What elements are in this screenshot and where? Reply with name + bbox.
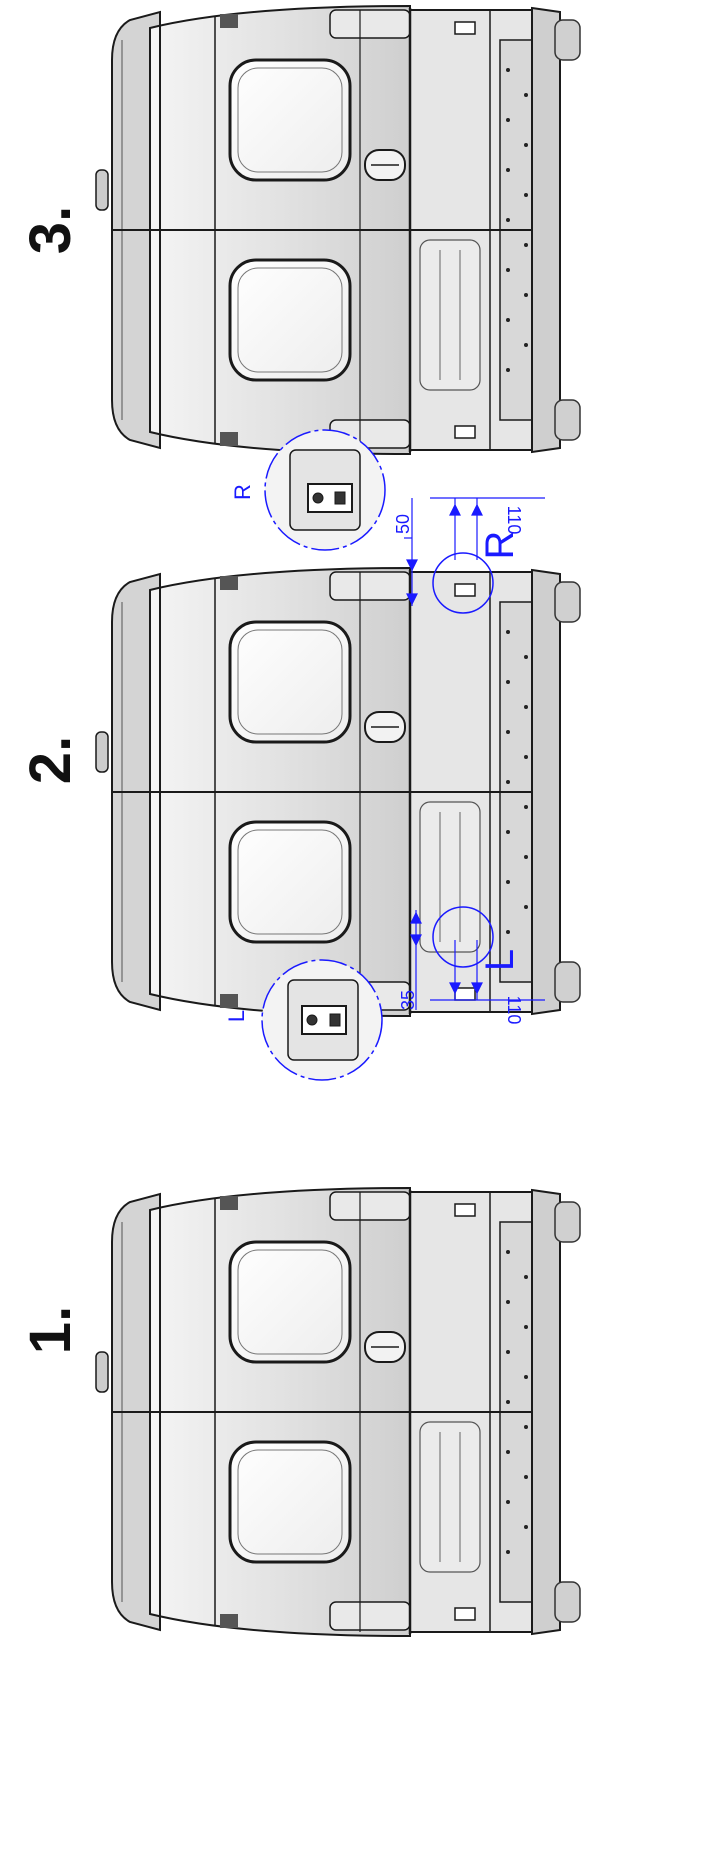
marker-label-left: L: [478, 949, 522, 971]
detail-circle-left: [261, 959, 383, 1081]
step-2-label: 2.: [18, 736, 83, 784]
detail-label-left: L: [224, 1010, 249, 1022]
marker-circle-right: [432, 552, 494, 614]
dimension-right-spacing: 110: [504, 506, 524, 535]
dimension-left-offset: 35: [398, 990, 418, 1010]
dimension-lines-left: [410, 910, 545, 1010]
dimension-left-spacing: 110: [504, 996, 524, 1025]
dimension-right-offset: 50: [393, 514, 413, 534]
step-2-annotations: R L 50 110 R: [224, 429, 545, 1081]
dimension-lines-right: [404, 497, 545, 606]
step-1-label: 1.: [18, 1306, 83, 1354]
marker-label-right: R: [478, 531, 522, 560]
step-1-van: [94, 1186, 582, 1638]
step-3-label: 3.: [18, 206, 83, 254]
detail-circle-right: [264, 429, 386, 551]
step-3-van: [94, 4, 582, 456]
step-2-van: [94, 566, 582, 1018]
detail-label-right: R: [230, 484, 255, 500]
marker-circle-left: [432, 906, 494, 968]
